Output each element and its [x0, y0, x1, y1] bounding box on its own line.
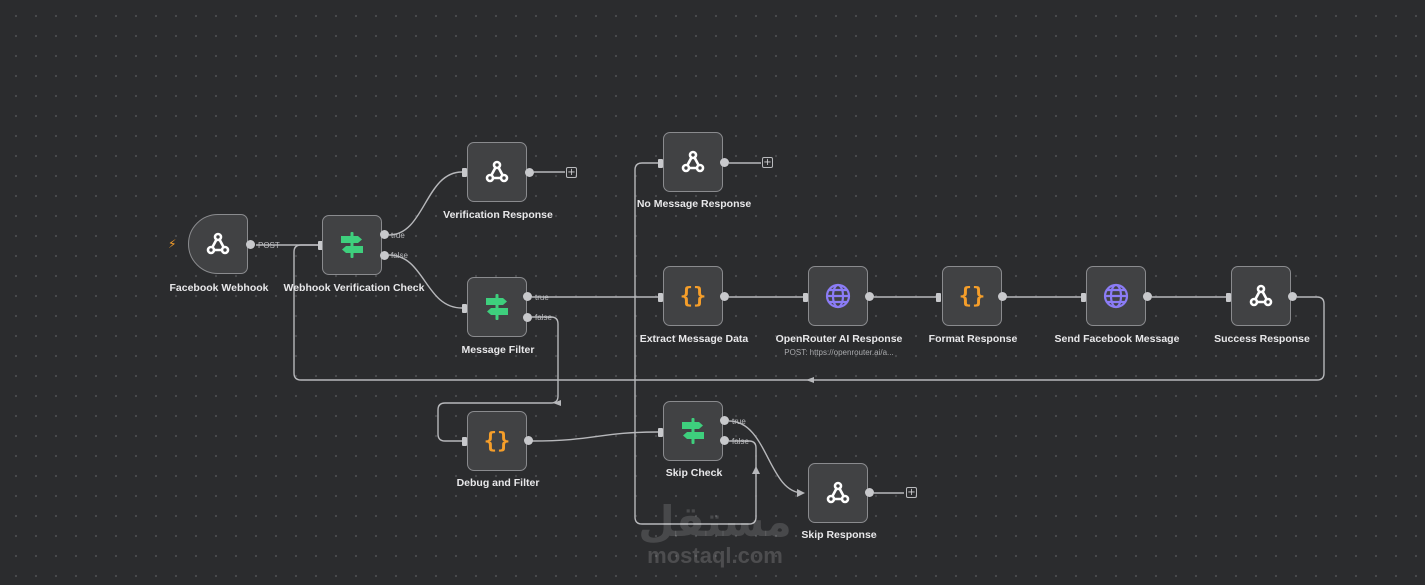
node-label: Debug and Filter: [456, 477, 540, 489]
output-port[interactable]: [720, 158, 729, 167]
skip-arrow: [797, 489, 805, 497]
loop-arrow-filter: [553, 400, 561, 406]
node-verification-response[interactable]: [467, 142, 527, 202]
output-port-false[interactable]: [380, 251, 389, 260]
svg-text:{}: {}: [959, 284, 986, 309]
add-node-button[interactable]: +: [566, 167, 577, 178]
node-label: Send Facebook Message: [1054, 333, 1180, 345]
output-port[interactable]: [998, 292, 1007, 301]
loop-arrow-up: [752, 466, 760, 474]
input-port[interactable]: [462, 304, 467, 313]
input-port[interactable]: [658, 159, 663, 168]
output-port[interactable]: [246, 240, 255, 249]
output-port[interactable]: [720, 292, 729, 301]
wire-skip-false: [634, 162, 757, 525]
node-message-filter[interactable]: [467, 277, 527, 337]
output-port[interactable]: [524, 436, 533, 445]
input-port[interactable]: [1226, 293, 1231, 302]
output-port[interactable]: [1288, 292, 1297, 301]
output-port[interactable]: [865, 292, 874, 301]
watermark-latin: mostaql.com: [647, 543, 783, 568]
post-label: POST: [258, 241, 280, 250]
node-label: Verification Response: [443, 209, 553, 221]
output-port-false[interactable]: [523, 313, 532, 322]
node-label: Message Filter: [461, 344, 535, 356]
svg-text:{}: {}: [680, 284, 707, 309]
wire-debug-skip: [531, 431, 659, 442]
false-label: false: [732, 437, 749, 446]
output-port-false[interactable]: [720, 436, 729, 445]
node-label: Extract Message Data: [639, 333, 749, 345]
node-format-response[interactable]: {}: [942, 266, 1002, 326]
output-port[interactable]: [865, 488, 874, 497]
true-label: true: [732, 417, 746, 426]
webhook-icon: [826, 481, 850, 504]
output-port-true[interactable]: [523, 292, 532, 301]
node-label: Skip Response: [801, 529, 877, 541]
input-port[interactable]: [1081, 293, 1086, 302]
node-send-facebook-message[interactable]: [1086, 266, 1146, 326]
loop-arrow-left: [806, 377, 814, 383]
node-facebook-webhook[interactable]: [188, 214, 248, 274]
trigger-bolt-icon: ⚡: [168, 237, 177, 251]
output-port-true[interactable]: [380, 230, 389, 239]
webhook-icon: [206, 232, 230, 255]
input-port[interactable]: [462, 437, 467, 446]
code-braces-icon: {}: [680, 284, 707, 309]
globe-icon: [1103, 283, 1129, 309]
node-extract-message-data[interactable]: {}: [663, 266, 723, 326]
input-port[interactable]: [318, 241, 323, 250]
node-skip-check[interactable]: [663, 401, 723, 461]
input-port[interactable]: [462, 168, 467, 177]
false-label: false: [391, 251, 408, 260]
node-label: OpenRouter AI Response: [775, 333, 903, 345]
output-port[interactable]: [525, 168, 534, 177]
input-port[interactable]: [803, 293, 808, 302]
globe-icon: [825, 283, 851, 309]
svg-text:{}: {}: [484, 429, 511, 454]
switch-icon: [341, 232, 363, 258]
node-skip-response[interactable]: [808, 463, 868, 523]
add-node-button[interactable]: +: [762, 157, 773, 168]
false-label: false: [535, 313, 552, 322]
true-label: true: [535, 293, 549, 302]
node-label: Facebook Webhook: [169, 282, 269, 294]
node-no-message-response[interactable]: [663, 132, 723, 192]
input-port[interactable]: [658, 293, 663, 302]
output-port[interactable]: [1143, 292, 1152, 301]
wire-filter-false: [437, 316, 559, 442]
webhook-icon: [681, 150, 705, 173]
wire-check-true: [388, 171, 463, 236]
code-braces-icon: {}: [484, 429, 511, 454]
true-label: true: [391, 231, 405, 240]
add-node-button[interactable]: +: [906, 487, 917, 498]
watermark-arabic: مستقل: [638, 497, 792, 546]
input-port[interactable]: [658, 428, 663, 437]
node-openrouter-ai-response[interactable]: [808, 266, 868, 326]
output-port-true[interactable]: [720, 416, 729, 425]
node-label: Format Response: [928, 333, 1018, 345]
node-sublabel: POST: https://openrouter.ai/a...: [784, 348, 894, 357]
webhook-icon: [485, 160, 509, 183]
code-braces-icon: {}: [959, 284, 986, 309]
watermark: مستقل mostaql.com: [630, 500, 800, 568]
node-webhook-verification-check[interactable]: [322, 215, 382, 275]
webhook-icon: [1249, 284, 1273, 307]
switch-icon: [486, 294, 508, 320]
node-label: No Message Response: [636, 198, 752, 210]
node-label: Skip Check: [665, 467, 723, 479]
node-debug-and-filter[interactable]: {}: [467, 411, 527, 471]
node-success-response[interactable]: [1231, 266, 1291, 326]
node-label: Success Response: [1214, 333, 1310, 345]
input-port[interactable]: [936, 293, 941, 302]
node-label: Webhook Verification Check: [283, 282, 425, 294]
wire-check-false: [388, 254, 463, 309]
switch-icon: [682, 418, 704, 444]
wire-skip-true: [728, 420, 804, 494]
